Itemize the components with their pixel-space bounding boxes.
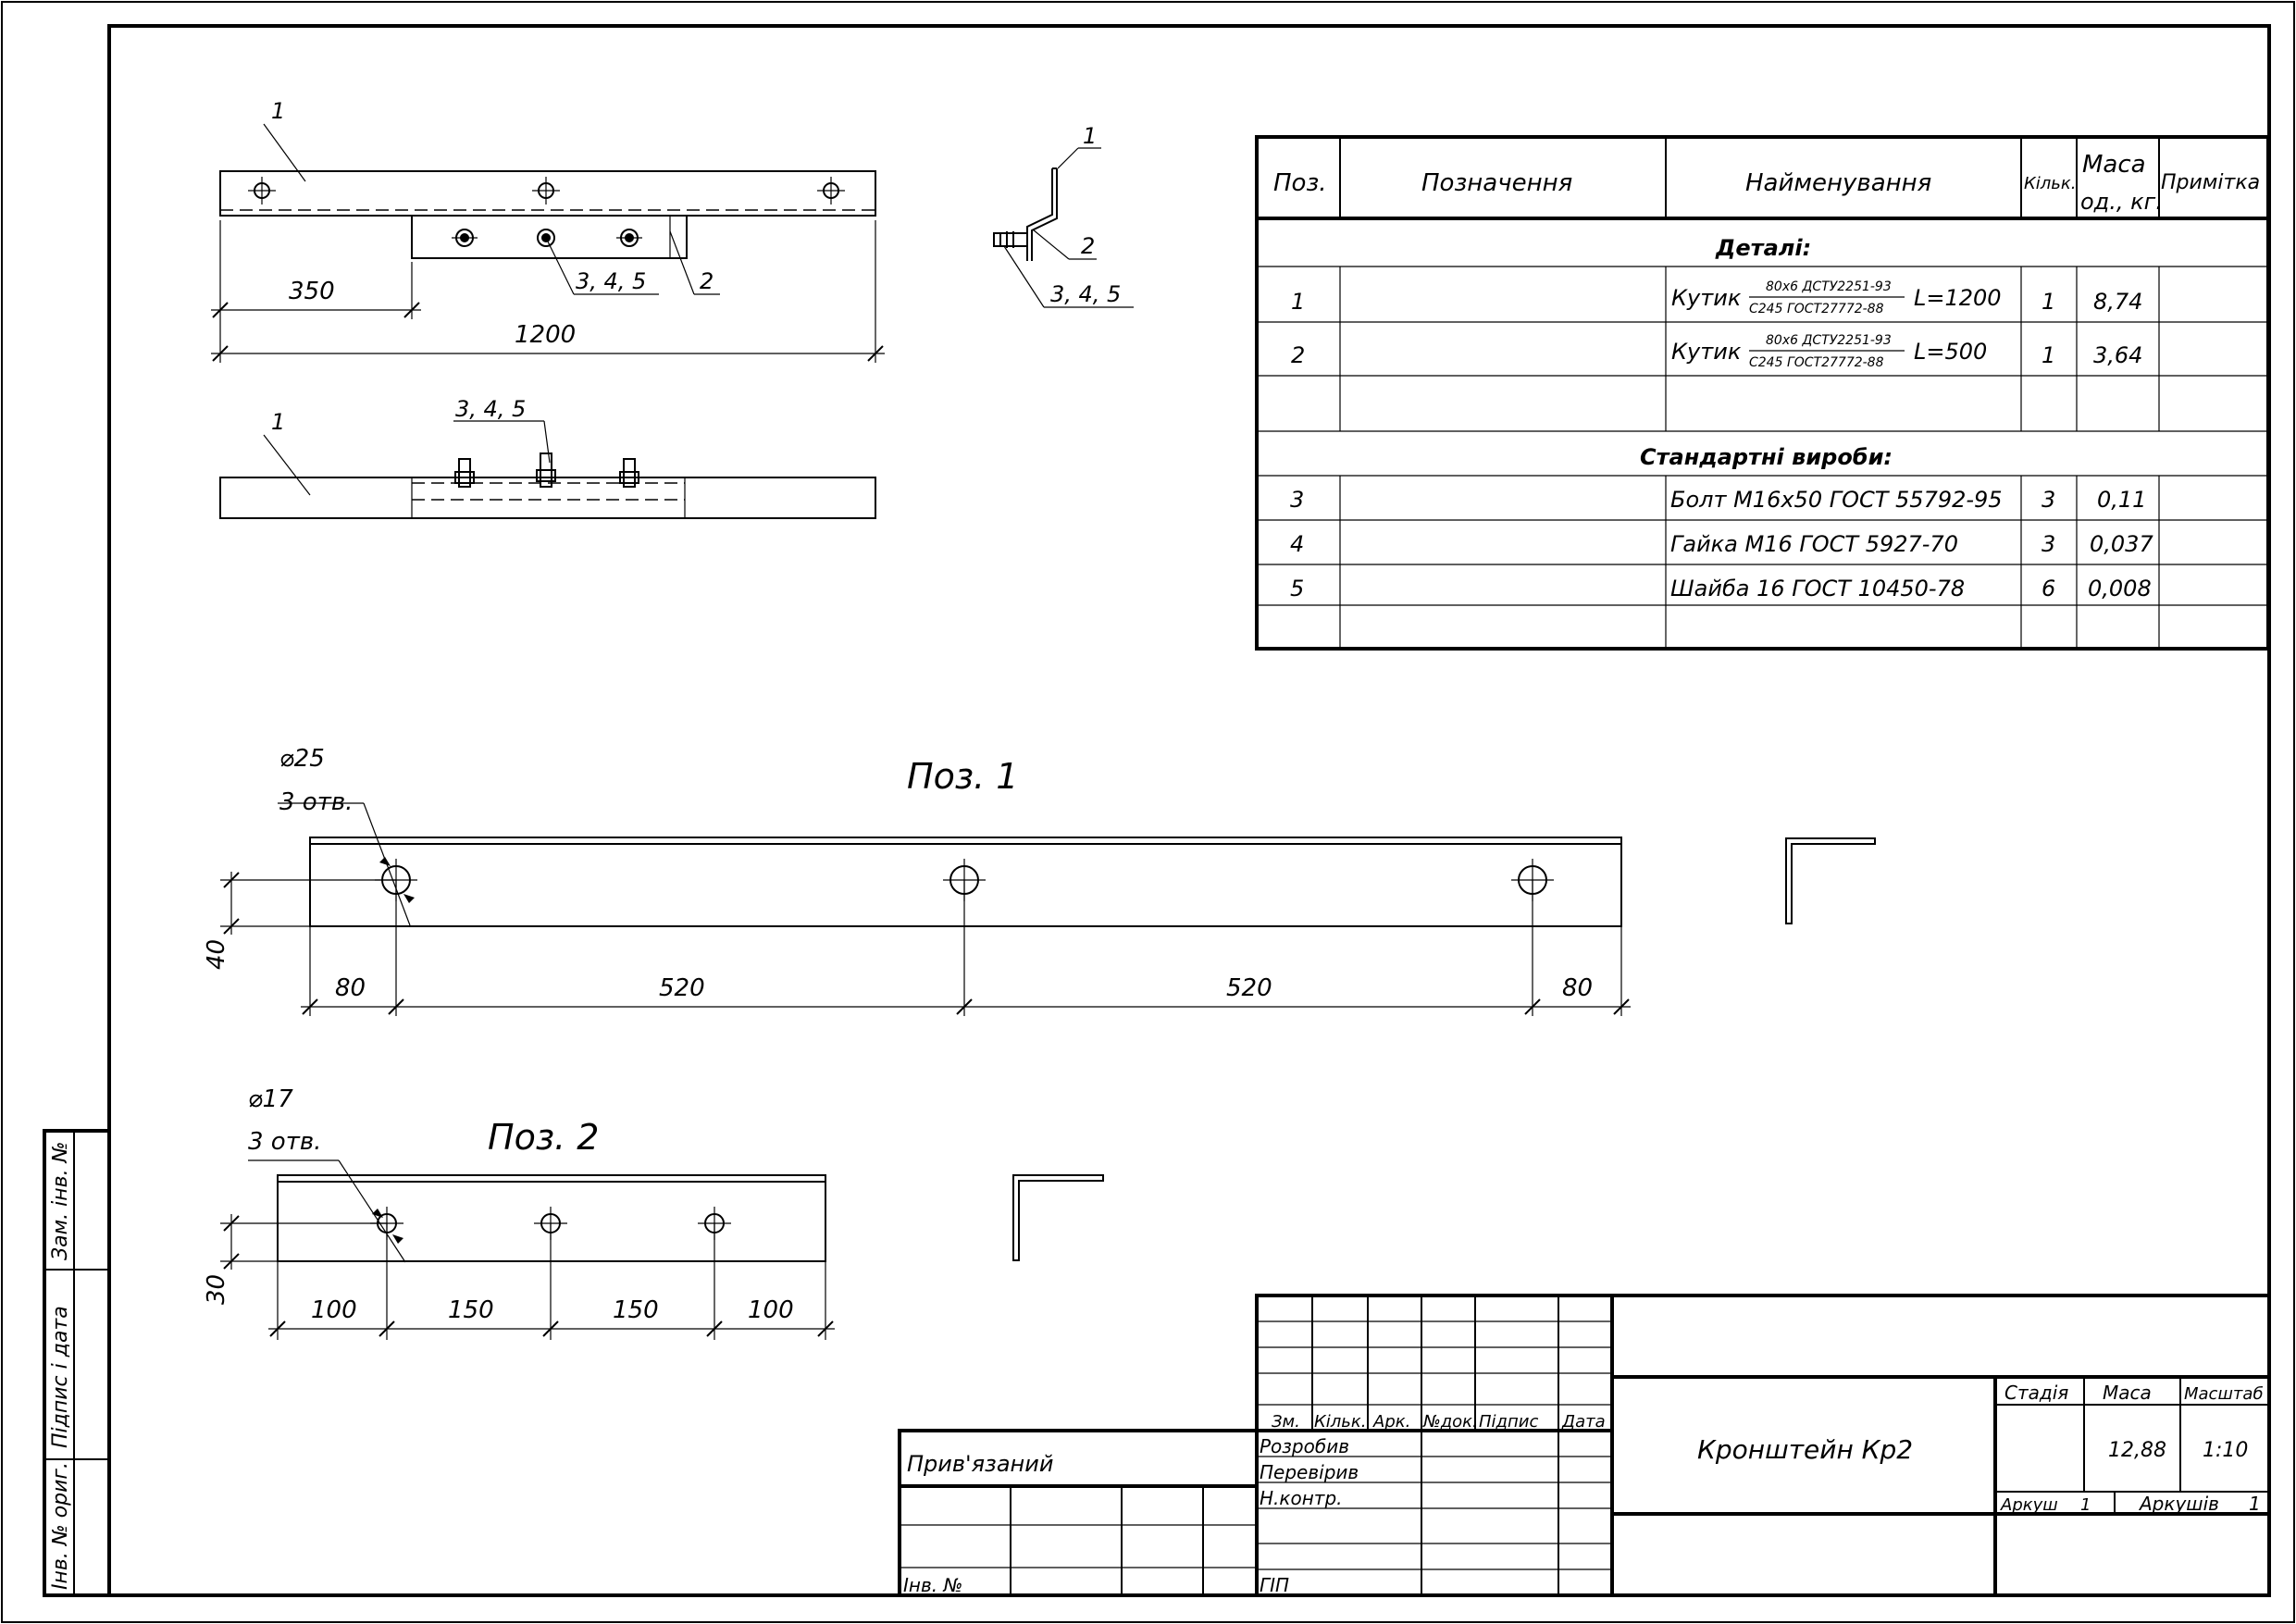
title-col-zm: Зм. (1272, 1412, 1300, 1432)
drawing-frame (107, 24, 2271, 1597)
spec-part-2-name: Кутик (1671, 339, 1742, 365)
section-leader-1: 1 (1083, 123, 1097, 149)
title-object-name: Кронштейн Кр2 (1697, 1434, 1913, 1465)
spec-part-1-length: L=1200 (1914, 285, 2002, 311)
spec-part-1-frac-top: 80x6 ДСТУ2251-93 (1766, 279, 1892, 294)
pos1-title: Поз. 1 (907, 756, 1018, 797)
pos1-dim-4: 80 (1562, 974, 1593, 1002)
title-role-perevirv: Перевірив (1260, 1461, 1359, 1483)
assembly-leader-2: 2 (700, 268, 714, 294)
spec-part-1-name: Кутик (1671, 285, 1742, 311)
pos1-dim-2: 520 (659, 974, 705, 1002)
spec-std-5-mass: 0,008 (2088, 576, 2152, 601)
pos2-hole-diameter: ⌀17 (248, 1085, 293, 1113)
spec-header-mass-line1: Маса (2082, 151, 2146, 179)
title-block: Прив'язаний Інв. № Зм. Кільк. Арк. №док.… (898, 1294, 2271, 1597)
front-leader-1: 1 (271, 409, 285, 435)
pos1-dim-1: 80 (335, 974, 366, 1002)
title-col-pidpys: Підпис (1479, 1412, 1538, 1432)
title-col-ark: Арк. (1372, 1412, 1410, 1432)
title-sheet-value: 1 (2080, 1495, 2091, 1515)
title-privyazanyi: Прив'язаний (907, 1451, 1053, 1477)
section-leader-2: 2 (1081, 233, 1095, 259)
pos2-dim-3: 150 (613, 1296, 659, 1324)
assembly-front-view: 1 3, 4, 5 (219, 396, 876, 519)
title-role-nkontr: Н.контр. (1260, 1487, 1343, 1509)
spec-header-name: Найменування (1745, 169, 1931, 197)
pos1-dim-3: 520 (1226, 974, 1272, 1002)
title-scale-label: Масштаб (2184, 1384, 2264, 1404)
spec-std-3-qty: 3 (2042, 487, 2055, 513)
title-sheet-label: Аркуш (2000, 1495, 2058, 1515)
spec-std-3-name: Болт М16х50 ГОСТ 55792-95 (1670, 487, 2003, 513)
title-stage-label: Стадія (2004, 1382, 2068, 1404)
detail-pos-1: Поз. 1 ⌀25 3 отв. 40 80 5 (203, 745, 1876, 1016)
specification-table: Поз. Позначення Найменування Кільк. Маса… (1255, 135, 2270, 651)
spec-part-2-pos: 2 (1291, 342, 1305, 368)
title-sheets-value: 1 (2249, 1493, 2261, 1515)
side-stamp-pidpys-data: Підпис і дата (49, 1306, 72, 1448)
front-leader-345: 3, 4, 5 (455, 396, 526, 422)
title-col-data: Дата (1561, 1412, 1606, 1432)
spec-header-designation: Позначення (1421, 169, 1572, 197)
pos2-dim-height: 30 (203, 1274, 230, 1305)
section-leader-345: 3, 4, 5 (1050, 281, 1121, 307)
title-col-doc: №док. (1422, 1412, 1478, 1432)
pos1-dim-height: 40 (203, 939, 230, 970)
spec-std-5-pos: 5 (1290, 576, 1304, 601)
pos1-hole-count: 3 отв. (279, 788, 353, 816)
title-sheets-label: Аркушів (2138, 1493, 2219, 1515)
spec-std-3-mass: 0,11 (2097, 487, 2146, 513)
spec-std-4-mass: 0,037 (2090, 531, 2153, 557)
spec-part-2-length: L=500 (1914, 339, 1987, 365)
pos2-hole-count: 3 отв. (248, 1128, 321, 1156)
spec-part-2-mass: 3,64 (2093, 342, 2142, 368)
side-stamp-inv-orig: Інв. № ориг. (49, 1462, 72, 1590)
title-col-kilk: Кільк. (1314, 1412, 1367, 1432)
spec-part-1-frac-bottom: С245 ГОСТ27772-88 (1749, 302, 1884, 316)
pos1-hole-diameter: ⌀25 (279, 745, 325, 773)
assembly-leader-345: 3, 4, 5 (576, 268, 646, 294)
spec-header-note: Примітка (2161, 171, 2260, 194)
detail-pos-2: Поз. 2 ⌀17 3 отв. 30 100 150 (203, 1085, 1104, 1340)
assembly-dim-1200: 1200 (515, 321, 576, 349)
spec-header-mass-line2: од., кг. (2080, 189, 2163, 215)
side-stamp-zam-inv: Зам. інв. № (49, 1142, 72, 1261)
spec-std-3-pos: 3 (1290, 487, 1304, 513)
spec-section-standard: Стандартні вироби: (1640, 444, 1893, 470)
spec-part-1-pos: 1 (1291, 289, 1305, 315)
title-role-rozrobyv: Розробив (1260, 1435, 1349, 1457)
spec-part-2-qty: 1 (2042, 342, 2055, 368)
assembly-top-view: 1 2 3, 4, 5 350 1200 (211, 98, 885, 363)
spec-header-pos: Поз. (1273, 169, 1327, 197)
assembly-dim-350: 350 (289, 278, 335, 305)
assembly-leader-1: 1 (271, 98, 285, 124)
spec-std-4-name: Гайка М16 ГОСТ 5927-70 (1670, 531, 1958, 557)
spec-std-5-qty: 6 (2042, 576, 2055, 601)
spec-part-2-frac-bottom: С245 ГОСТ27772-88 (1749, 355, 1884, 370)
title-scale-value: 1:10 (2203, 1439, 2248, 1462)
spec-std-4-qty: 3 (2042, 531, 2055, 557)
spec-std-5-name: Шайба 16 ГОСТ 10450-78 (1670, 576, 1965, 601)
title-inv-no: Інв. № (903, 1574, 962, 1596)
assembly-section-view: 1 2 3, 4, 5 (993, 123, 1134, 308)
spec-part-2-frac-top: 80x6 ДСТУ2251-93 (1766, 333, 1892, 348)
spec-part-1-mass: 8,74 (2093, 289, 2142, 315)
pos2-title: Поз. 2 (488, 1117, 599, 1158)
title-mass-label: Маса (2103, 1382, 2152, 1404)
pos2-dim-2: 150 (448, 1296, 494, 1324)
title-role-gip: ГІП (1260, 1574, 1289, 1596)
side-stamp: Зам. інв. № Підпис і дата Інв. № ориг. (43, 1129, 111, 1597)
pos2-dim-1: 100 (311, 1296, 357, 1324)
title-mass-value: 12,88 (2108, 1439, 2166, 1462)
spec-section-parts: Деталі: (1715, 235, 1811, 261)
spec-part-1-qty: 1 (2042, 289, 2055, 315)
spec-std-4-pos: 4 (1290, 531, 1304, 557)
spec-header-qty: Кільк. (2024, 174, 2077, 193)
pos2-dim-4: 100 (748, 1296, 794, 1324)
